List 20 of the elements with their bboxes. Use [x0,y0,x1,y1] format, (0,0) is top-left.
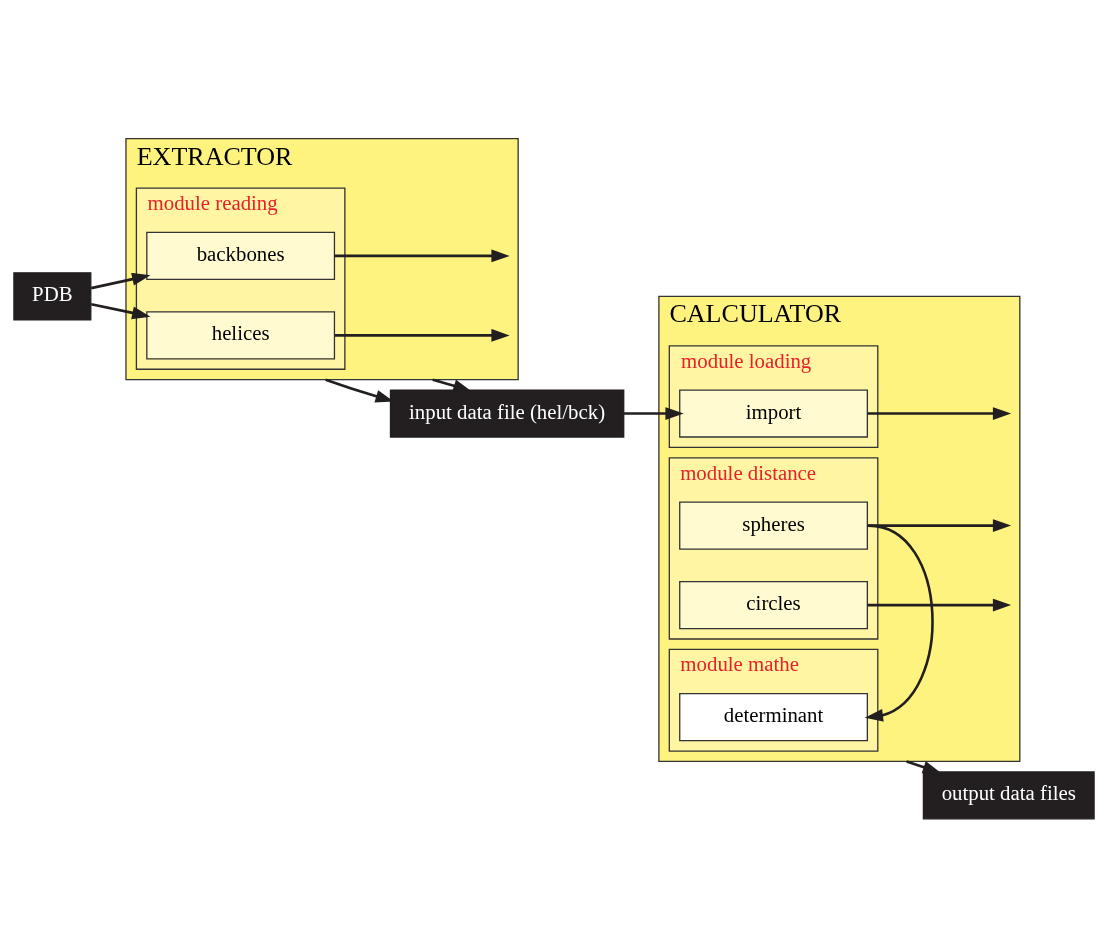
node-box: circles [679,581,868,630]
arrow [867,598,1012,612]
node-box: input data file (hel/bck) [389,389,625,438]
arrow [334,329,510,342]
arrow [90,302,151,320]
node-box: backbones [146,231,336,280]
arrow [867,407,1012,420]
arrow [864,524,934,722]
arrow [90,272,151,290]
node-box: determinant [679,693,868,742]
node-box: PDB [13,272,92,321]
node-box: import [679,389,868,438]
arrow [906,760,942,774]
arrow [334,249,510,263]
arrow [432,378,472,392]
arrow [867,519,1012,532]
arrow [623,407,684,420]
node-box: output data files [922,771,1095,820]
node-box: spheres [679,501,868,550]
node-box: helices [146,311,336,360]
